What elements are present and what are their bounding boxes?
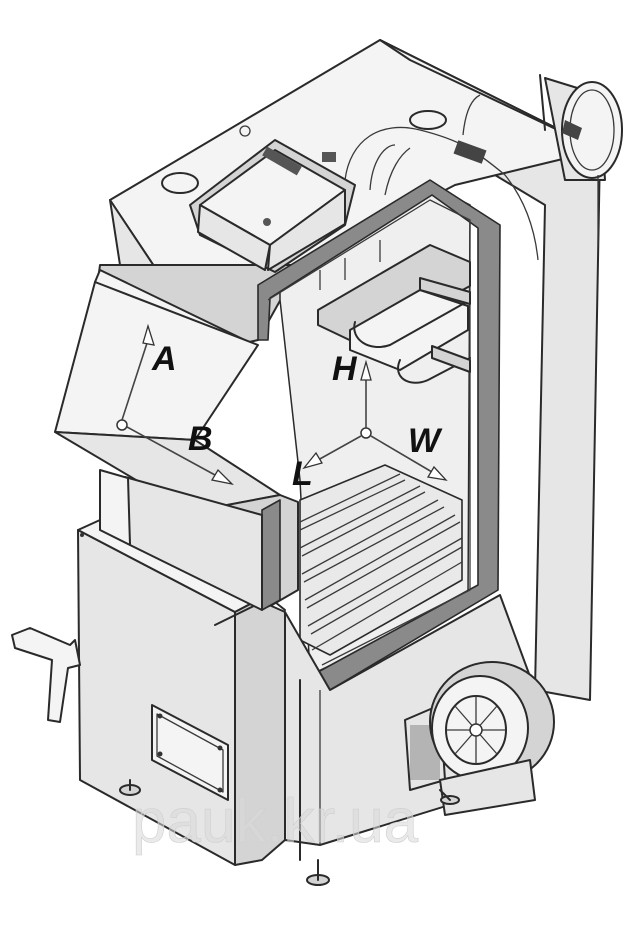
- origin-point-door: [116, 419, 128, 431]
- dimension-arrows: [116, 323, 448, 486]
- control-unit: [161, 110, 447, 273]
- origin-point-firebox: [360, 427, 372, 439]
- label-l: L: [292, 455, 313, 493]
- label-b: B: [188, 420, 213, 458]
- sensor-cables: [322, 94, 539, 261]
- lower-door: [11, 519, 286, 866]
- flue-pipe: [539, 74, 623, 245]
- watermark: pauk.kr.ua: [132, 787, 419, 856]
- blower-fan: [404, 661, 555, 816]
- loading-door: [54, 269, 299, 611]
- label-h: H: [332, 350, 358, 388]
- label-a: A: [151, 340, 177, 378]
- boiler-feet: [119, 779, 460, 886]
- label-w: W: [408, 422, 443, 460]
